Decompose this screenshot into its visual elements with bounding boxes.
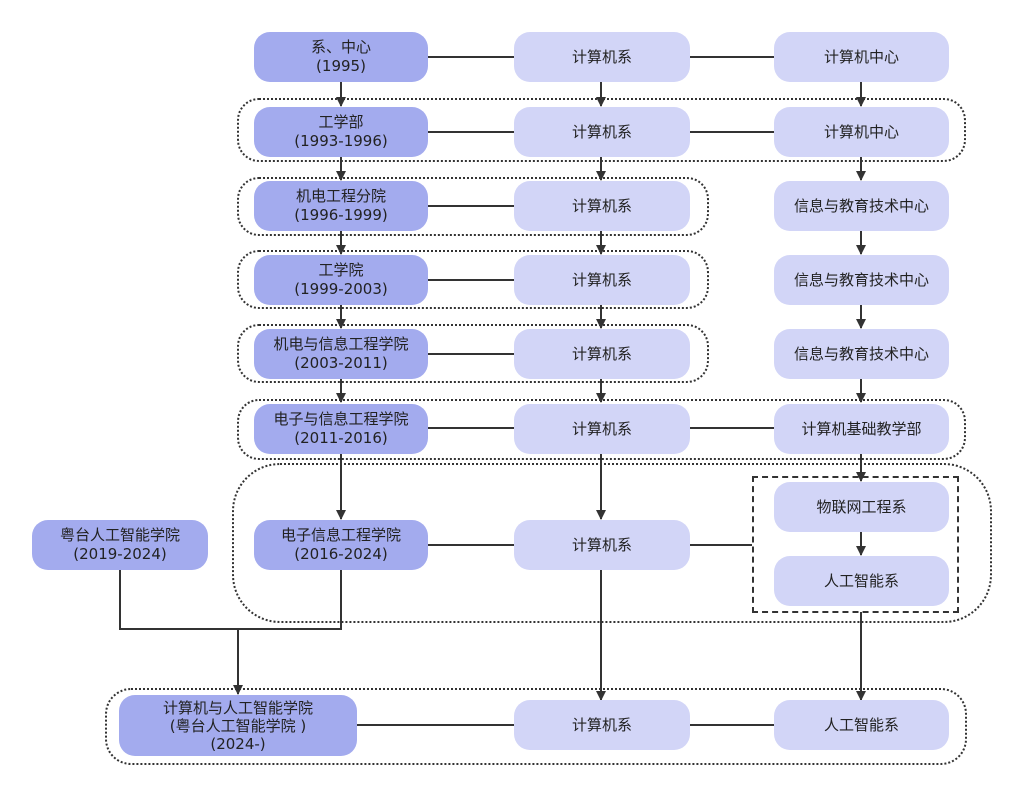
org-name: 机电与信息工程学院	[273, 335, 409, 353]
org-period: (2016-2024)	[294, 545, 388, 563]
org-period: (1996-1999)	[294, 206, 388, 224]
org-node-label: 工学院(1999-2003)	[294, 261, 387, 299]
org-node-label: 计算机与人工智能学院 (粤台人工智能学院 )(2024-)	[163, 699, 313, 753]
org-name: 机电工程分院	[295, 187, 386, 205]
department-node: 计算机系	[514, 32, 690, 82]
group-outline	[237, 399, 966, 460]
center-node: 信息与教育技术中心	[774, 181, 949, 231]
org-period: (1993-1996)	[294, 132, 388, 150]
department-node: 计算机系	[514, 181, 690, 231]
group-outline	[232, 463, 992, 623]
group-outline	[237, 250, 709, 309]
org-node: 粤台人工智能学院(2019-2024)	[32, 520, 208, 570]
org-node-label: 工学部(1993-1996)	[294, 113, 387, 151]
center-node: 计算机中心	[774, 107, 949, 157]
org-name: 粤台人工智能学院	[59, 526, 180, 544]
department-node: 计算机系	[514, 255, 690, 305]
department-node: 计算机系	[514, 520, 690, 570]
org-node: 工学院(1999-2003)	[254, 255, 428, 305]
org-period: (2019-2024)	[73, 545, 167, 563]
org-node-label: 机电工程分院(1996-1999)	[294, 187, 387, 225]
department-node: 计算机系	[514, 700, 690, 750]
org-name: 系、中心	[310, 38, 371, 56]
org-node: 系、中心(1995)	[254, 32, 428, 82]
org-name: 工学部	[318, 113, 364, 131]
department-node: 计算机系	[514, 107, 690, 157]
center-node: 人工智能系	[774, 700, 949, 750]
org-node-label: 系、中心(1995)	[311, 38, 371, 76]
department-node: 计算机系	[514, 404, 690, 454]
org-node-label: 粤台人工智能学院(2019-2024)	[60, 526, 180, 564]
group-outline	[105, 688, 967, 765]
department-node: 计算机系	[514, 329, 690, 379]
center-node: 信息与教育技术中心	[774, 329, 949, 379]
group-outline	[237, 98, 966, 162]
org-node-label: 电子信息工程学院(2016-2024)	[281, 526, 401, 564]
group-outline	[237, 324, 709, 383]
org-node: 机电工程分院(1996-1999)	[254, 181, 428, 231]
center-node: 物联网工程系	[774, 482, 949, 532]
org-name: 计算机与人工智能学院 (粤台人工智能学院 )	[162, 698, 313, 735]
org-node: 工学部(1993-1996)	[254, 107, 428, 157]
org-node-label: 机电与信息工程学院(2003-2011)	[273, 335, 408, 373]
group-outline	[237, 177, 709, 236]
org-period: (1999-2003)	[294, 280, 388, 298]
center-node: 计算机中心	[774, 32, 949, 82]
org-node-label: 电子与信息工程学院(2011-2016)	[273, 410, 408, 448]
org-node: 计算机与人工智能学院 (粤台人工智能学院 )(2024-)	[119, 695, 357, 756]
center-node: 人工智能系	[774, 556, 949, 606]
org-period: (2011-2016)	[294, 429, 388, 447]
org-name: 工学院	[318, 261, 364, 279]
org-period: (2024-)	[210, 734, 266, 753]
center-node: 计算机基础教学部	[774, 404, 949, 454]
org-name: 电子与信息工程学院	[273, 410, 409, 428]
center-node: 信息与教育技术中心	[774, 255, 949, 305]
group-outline-dashed	[752, 476, 959, 613]
org-name: 电子信息工程学院	[280, 526, 401, 544]
merge-connector	[119, 570, 342, 630]
org-period: (1995)	[316, 57, 366, 75]
org-node: 机电与信息工程学院(2003-2011)	[254, 329, 428, 379]
org-period: (2003-2011)	[294, 354, 388, 372]
org-node: 电子与信息工程学院(2011-2016)	[254, 404, 428, 454]
org-node: 电子信息工程学院(2016-2024)	[254, 520, 428, 570]
